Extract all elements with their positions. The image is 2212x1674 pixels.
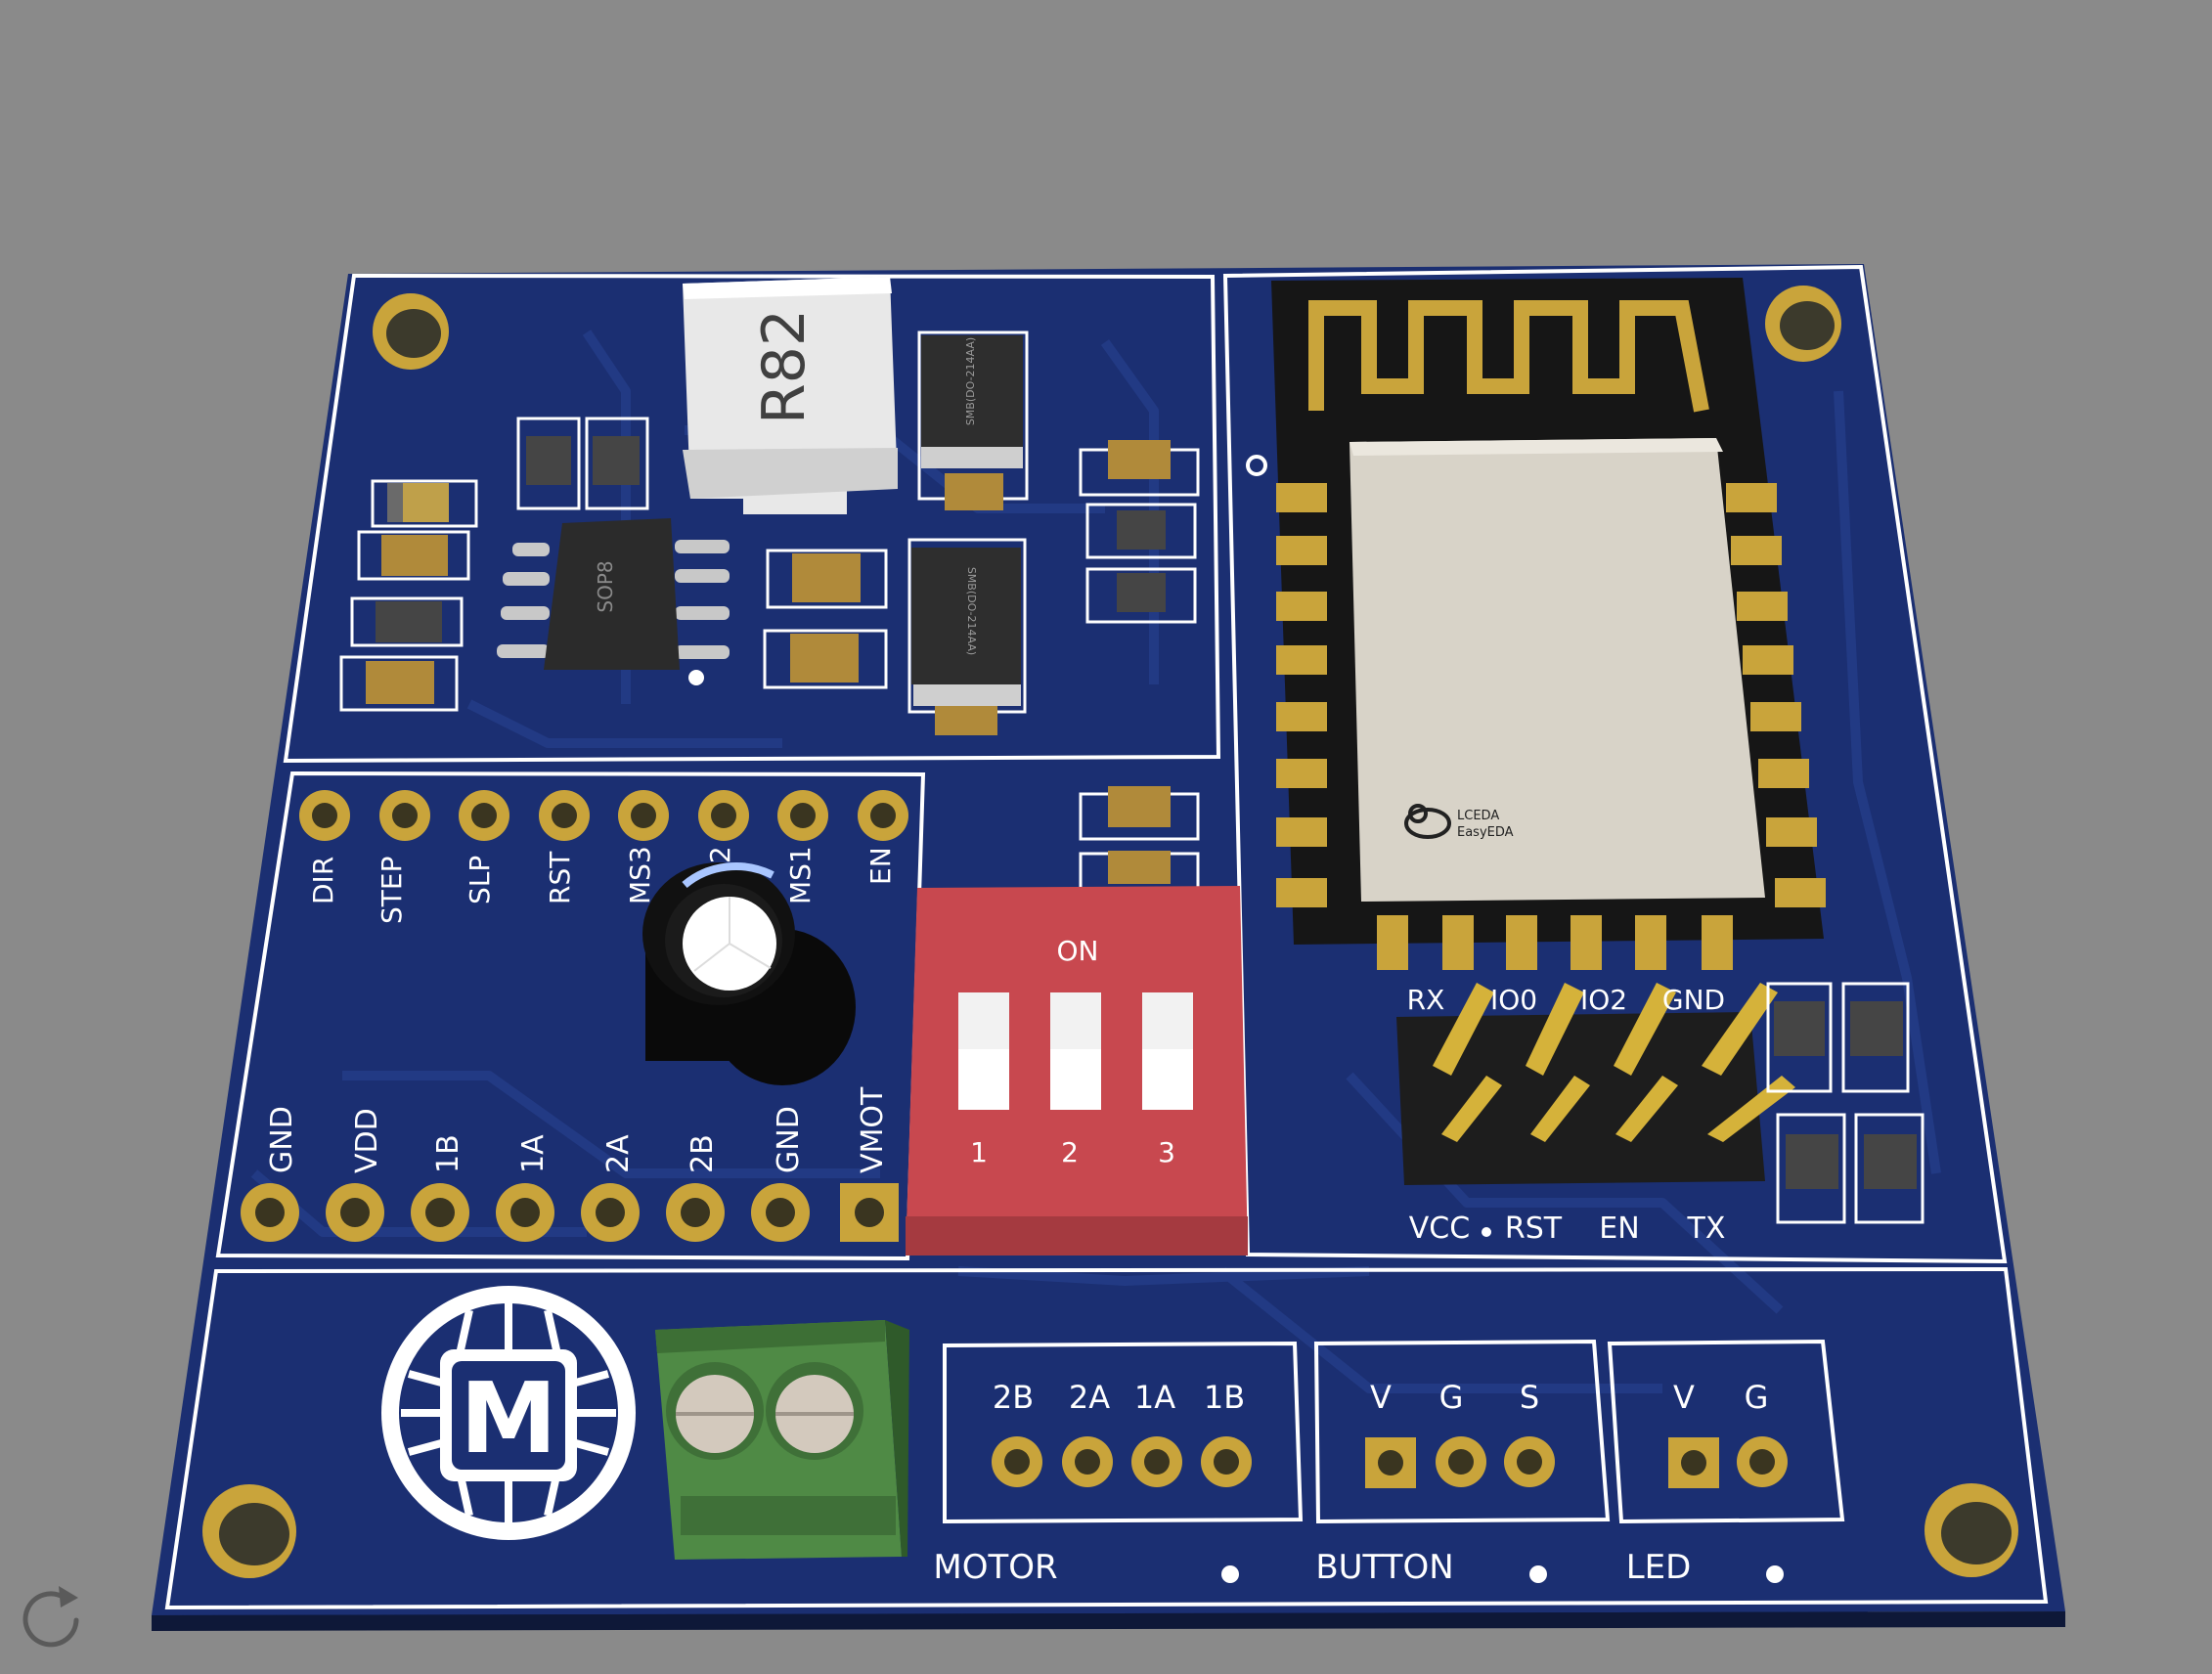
brand-logo: M xyxy=(381,1286,636,1540)
silk-dots xyxy=(1221,1565,1784,1583)
dip-on-label: ON xyxy=(1057,935,1099,967)
module-logo-line2: EasyEDA xyxy=(1457,825,1514,840)
motor-pin-label: 2A xyxy=(1069,1379,1110,1416)
motor-pin-label: 1B xyxy=(1204,1379,1245,1416)
electrolytic-capacitor xyxy=(642,862,856,1085)
driver-bottom-label: GND xyxy=(265,1106,299,1173)
prog-top-label: RX xyxy=(1407,984,1445,1016)
driver-top-label: RST xyxy=(544,851,576,904)
mounting-hole xyxy=(202,1484,296,1578)
driver-bottom-label: 2A xyxy=(601,1134,636,1173)
motor-connector: 2B 2A 1A 1B MOTOR xyxy=(933,1341,1304,1587)
prog-top-label: IO2 xyxy=(1580,984,1627,1016)
logo-letter: M xyxy=(460,1361,557,1476)
dip-switch-3[interactable] xyxy=(1142,992,1193,1110)
dip-position-label: 1 xyxy=(970,1136,988,1168)
led-label: LED xyxy=(1626,1548,1692,1587)
motor-label: MOTOR xyxy=(933,1548,1057,1587)
inductor-label: R82 xyxy=(750,309,818,424)
motor-pin-label: 2B xyxy=(993,1379,1034,1416)
driver-top-label: SLP xyxy=(464,856,496,904)
driver-bottom-label: 2B xyxy=(686,1134,720,1173)
button-pin-label: S xyxy=(1520,1379,1539,1416)
dip-switch-1[interactable] xyxy=(958,992,1009,1110)
smd-passives-right xyxy=(1766,982,1924,1224)
diode-top-label: SMB(DO-214AA) xyxy=(964,337,977,425)
prog-bottom-label: VCC xyxy=(1409,1211,1470,1246)
driver-top-label: EN xyxy=(864,847,897,885)
prog-bottom-label: EN xyxy=(1599,1211,1639,1246)
prog-top-label: IO0 xyxy=(1490,984,1537,1016)
smd-passives xyxy=(339,417,1200,895)
driver-top-label: MS1 xyxy=(784,846,817,904)
motor-pin-label: 1A xyxy=(1134,1379,1175,1416)
sop8-ic: SOP8 xyxy=(497,518,730,685)
driver-bottom-label: VMOT xyxy=(856,1086,890,1173)
driver-header-top: DIR STEP SLP RST MS3 MS2 MS1 EN xyxy=(299,790,908,924)
button-pin-label: V xyxy=(1370,1379,1392,1416)
driver-top-label: STEP xyxy=(376,857,408,924)
module-pads xyxy=(1276,483,1826,970)
terminal-block xyxy=(655,1320,909,1560)
driver-bottom-label: GND xyxy=(772,1106,806,1173)
driver-header-bottom: GND VDD 1B 1A 2A 2B GND VMOT xyxy=(241,1086,899,1242)
diode-bottom-label: SMB(DO-214AA) xyxy=(965,567,978,655)
driver-bottom-label: VDD xyxy=(350,1108,384,1173)
inductor: R82 xyxy=(683,277,898,514)
cloud-logo-icon xyxy=(1404,804,1451,839)
led-connector: V G LED xyxy=(1607,1339,1845,1587)
button-label: BUTTON xyxy=(1315,1548,1453,1587)
diode-bottom: SMB(DO-214AA) xyxy=(907,538,1027,735)
button-connector: V G S BUTTON xyxy=(1313,1339,1611,1587)
mounting-hole xyxy=(373,293,449,370)
driver-top-label: MS3 xyxy=(624,846,656,904)
led-pin-label: G xyxy=(1745,1379,1769,1416)
driver-bottom-label: 1B xyxy=(431,1134,465,1173)
dip-position-label: 3 xyxy=(1158,1136,1175,1168)
dip-switch[interactable]: ON 1 2 3 xyxy=(906,886,1248,1256)
driver-top-label: DIR xyxy=(307,857,339,904)
button-pin-label: G xyxy=(1439,1379,1464,1416)
rotate-view-icon[interactable] xyxy=(8,1576,96,1664)
prog-bottom-label: RST xyxy=(1505,1211,1563,1246)
dip-position-label: 2 xyxy=(1061,1136,1079,1168)
diode-top: SMB(DO-214AA) xyxy=(917,330,1029,510)
dip-switch-2[interactable] xyxy=(1050,992,1101,1110)
driver-bottom-label: 1A xyxy=(516,1134,551,1173)
ic-label: SOP8 xyxy=(594,560,617,612)
prog-top-label: GND xyxy=(1662,984,1725,1016)
prog-bottom-label: TX xyxy=(1687,1211,1726,1246)
mounting-hole xyxy=(1765,286,1841,362)
mounting-hole xyxy=(1924,1483,2018,1577)
prog-header: RX IO0 IO2 GND VCC RST EN TX xyxy=(1396,983,1795,1246)
esp-module: LCEDA EasyEDA xyxy=(1246,278,1826,970)
module-logo-line1: LCEDA xyxy=(1457,809,1499,823)
led-pin-label: V xyxy=(1673,1379,1695,1416)
